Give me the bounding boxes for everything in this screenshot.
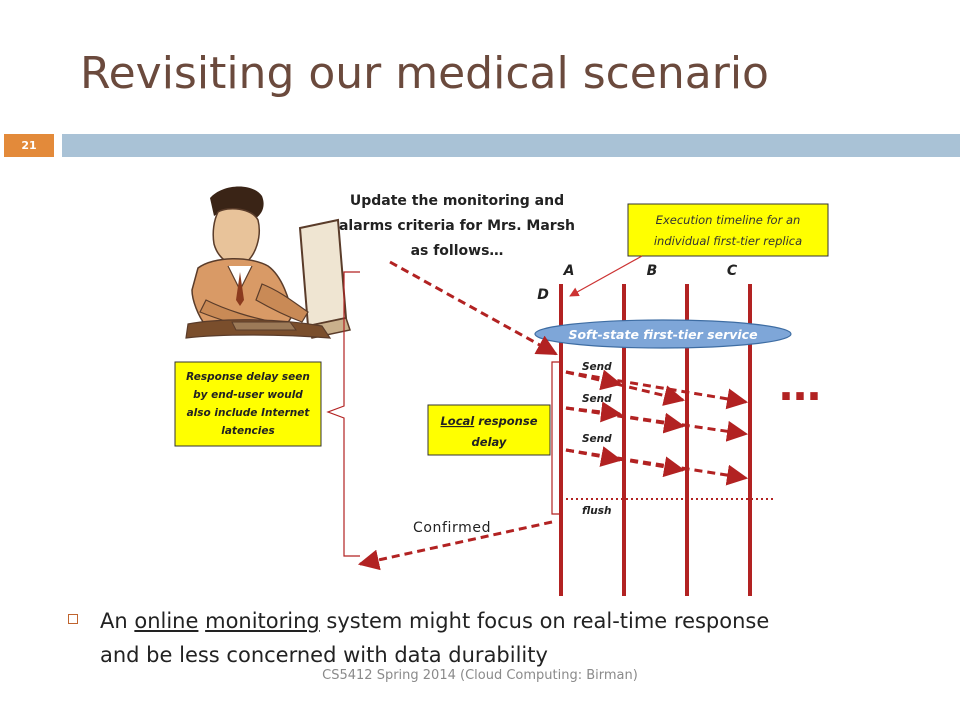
request-arrow <box>389 260 558 356</box>
bullet-line-1-rest: system might focus on real-time response <box>319 609 770 633</box>
bullet-underline-monitoring: monitoring <box>205 609 320 633</box>
bullet-pre: An <box>100 609 135 633</box>
local-response-line-1: Local response <box>440 414 537 428</box>
bullet-line-2: and be less concerned with data durabili… <box>100 643 548 667</box>
local-response-bracket <box>551 361 560 515</box>
flush-label: flush <box>582 505 611 517</box>
update-note-line-1: Update the monitoring and <box>350 193 564 209</box>
replica-label-d: D <box>537 287 549 303</box>
replica-label-c: C <box>727 263 738 279</box>
confirmed-return-arrow <box>357 520 553 571</box>
response-delay-note-box <box>174 361 322 447</box>
local-response-line-2: delay <box>472 435 507 449</box>
replica-label-b: B <box>647 263 658 279</box>
response-delay-line-4: latencies <box>221 425 275 437</box>
slide-title: Revisiting our medical scenario <box>80 48 769 99</box>
update-note-line-3: as follows… <box>411 243 504 259</box>
replica-label-a: A <box>563 263 575 279</box>
response-word: response <box>474 414 537 428</box>
send-arrows-group-3 <box>565 446 749 486</box>
local-word: Local <box>440 414 475 428</box>
response-delay-line-1: Response delay seen <box>186 371 310 383</box>
response-delay-line-3: also include Internet <box>187 407 311 419</box>
bullet-text: An online monitoring system might focus … <box>100 604 918 672</box>
person-at-computer-illustration <box>185 186 351 339</box>
ellipsis-more-replicas: … <box>779 361 821 410</box>
bullet-point: An online monitoring system might focus … <box>68 604 918 672</box>
response-delay-line-2: by end-user would <box>193 389 303 401</box>
bullet-underline-online: online <box>134 609 199 633</box>
page-number-badge: 21 <box>4 134 54 157</box>
footer: CS5412 Spring 2014 (Cloud Computing: Bir… <box>322 668 638 683</box>
send-arrows-group-2 <box>565 401 749 442</box>
execution-timeline-callout <box>627 203 829 257</box>
bullet-marker-icon <box>68 614 78 624</box>
local-response-delay-box <box>427 404 551 456</box>
soft-state-service-ellipse <box>534 319 792 349</box>
end-to-end-bracket <box>326 271 360 557</box>
header-bar <box>62 134 960 157</box>
confirmed-label: Confirmed <box>413 520 491 536</box>
send-label-3: Send <box>582 433 612 445</box>
send-arrows-group-1 <box>565 369 749 410</box>
execution-timeline-line-2: individual first-tier replica <box>654 234 802 248</box>
send-label-1: Send <box>582 361 612 373</box>
execution-timeline-line-1: Execution timeline for an <box>656 213 801 227</box>
update-note-line-2: alarms criteria for Mrs. Marsh <box>339 218 575 234</box>
send-label-2: Send <box>582 393 612 405</box>
soft-state-service-label: Soft-state first-tier service <box>568 327 757 342</box>
callout-pointer-arrow <box>569 255 643 297</box>
